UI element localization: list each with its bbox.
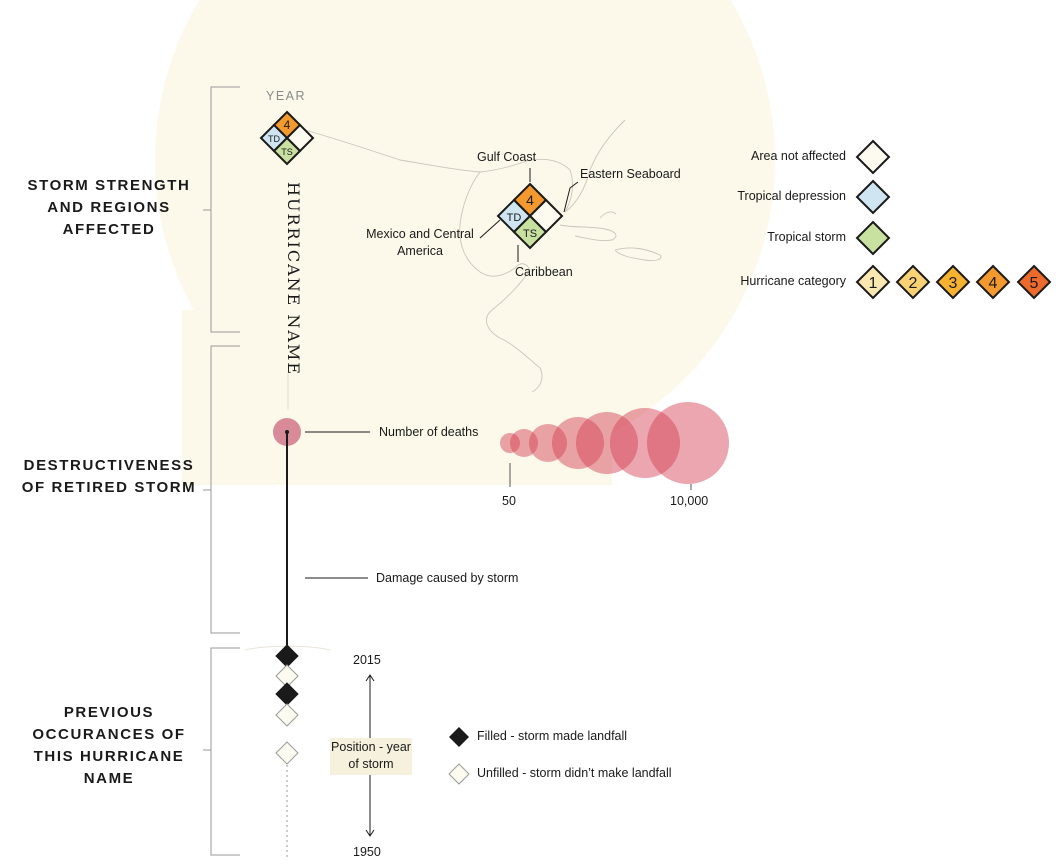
- legend-ts-label: Tropical storm: [767, 230, 846, 244]
- legend-td-diamond: [855, 179, 891, 215]
- occurrence-diamond-unfilled: [275, 703, 299, 727]
- section-previous-label: PREVIOUS OCCURANCES OF THIS HURRICANE NA…: [32, 704, 186, 787]
- mexico-leader-line: [479, 219, 501, 239]
- glyph-bottom-diamond: [272, 136, 302, 166]
- legend-cat1-diamond: [855, 264, 891, 300]
- deaths-scale-bubble-5: [576, 412, 638, 474]
- deaths-label: Number of deaths: [379, 425, 479, 439]
- glyph-year-label: YEAR: [266, 89, 307, 103]
- legend-cat5-text: 5: [1030, 275, 1039, 292]
- legend-ts-diamond: [855, 220, 891, 256]
- deaths-scale-max-label: 10,000: [670, 494, 709, 508]
- deaths-scale-bubble-7: [647, 402, 729, 484]
- eastern-leader-line: [563, 181, 579, 213]
- legend-cat1-text: 1: [869, 275, 878, 292]
- legend-cat4-text: 4: [989, 275, 998, 292]
- legend-not-affected-label: Area not affected: [751, 149, 846, 163]
- section-storm-strength-label: STORM STRENGTH AND REGIONS AFFECTED: [27, 177, 191, 238]
- legend-unfilled-diamond: [448, 763, 470, 785]
- big-glyph: [496, 182, 564, 250]
- occurrence-diamond-filled: [275, 644, 299, 668]
- deaths-scale-bubble-2: [510, 429, 538, 457]
- occurrence-diamond-unfilled: [275, 741, 299, 765]
- legend-hurricane-label: Hurricane category: [740, 274, 846, 288]
- occurrence-diamond-filled: [275, 682, 299, 706]
- deaths-scale: [500, 402, 729, 484]
- timeline-year-top: 2015: [353, 653, 381, 667]
- legend-cat2-diamond: [895, 264, 931, 300]
- legend-td-label: Tropical depression: [737, 189, 846, 203]
- legend-cat5-diamond: [1016, 264, 1052, 300]
- deaths-scale-min-label: 50: [502, 494, 516, 508]
- big-glyph-bottom-text: TS: [523, 228, 537, 240]
- glyph-left-text: TD: [268, 134, 280, 144]
- legend-cat3-diamond: [935, 264, 971, 300]
- legend-cat4-diamond: [975, 264, 1011, 300]
- section-destructiveness-label: DESTRUCTIVENESS OF RETIRED STORM: [21, 457, 197, 496]
- glyph-bottom-text: TS: [281, 147, 293, 157]
- timeline-year-bottom: 1950: [353, 845, 381, 859]
- legend-filled-diamond: [449, 727, 469, 747]
- glyph-top-text: 4: [284, 118, 291, 132]
- small-glyph: [259, 110, 315, 166]
- legend-cat2-text: 2: [909, 275, 918, 292]
- deaths-scale-bubble-3: [529, 424, 567, 462]
- glyph-hurricane-name: HURRICANE NAME: [284, 182, 303, 377]
- deaths-scale-bubble-6: [610, 408, 680, 478]
- deaths-scale-bubble-1: [500, 433, 520, 453]
- damage-label: Damage caused by storm: [376, 571, 519, 585]
- legend-not-affected-diamond: [855, 139, 891, 175]
- legend-cat3-text: 3: [949, 275, 958, 292]
- big-glyph-left-text: TD: [507, 212, 522, 224]
- timeline-position-label: Position - year of storm: [330, 738, 412, 775]
- region-mexico-label: Mexico and Central America: [366, 227, 474, 258]
- section-brackets: [203, 86, 240, 856]
- big-glyph-top-text: 4: [526, 192, 534, 208]
- region-eastern-label: Eastern Seaboard: [580, 167, 681, 181]
- legend-unfilled-label: Unfilled - storm didn’t make landfall: [477, 766, 672, 780]
- map-outline: [304, 119, 662, 393]
- map-background-panel: [182, 310, 612, 485]
- deaths-scale-bubble-4: [552, 417, 604, 469]
- big-glyph-bottom-diamond: [512, 214, 548, 250]
- legend-filled-label: Filled - storm made landfall: [477, 729, 628, 743]
- region-gulf-label: Gulf Coast: [477, 150, 537, 164]
- region-caribbean-label: Caribbean: [515, 265, 573, 279]
